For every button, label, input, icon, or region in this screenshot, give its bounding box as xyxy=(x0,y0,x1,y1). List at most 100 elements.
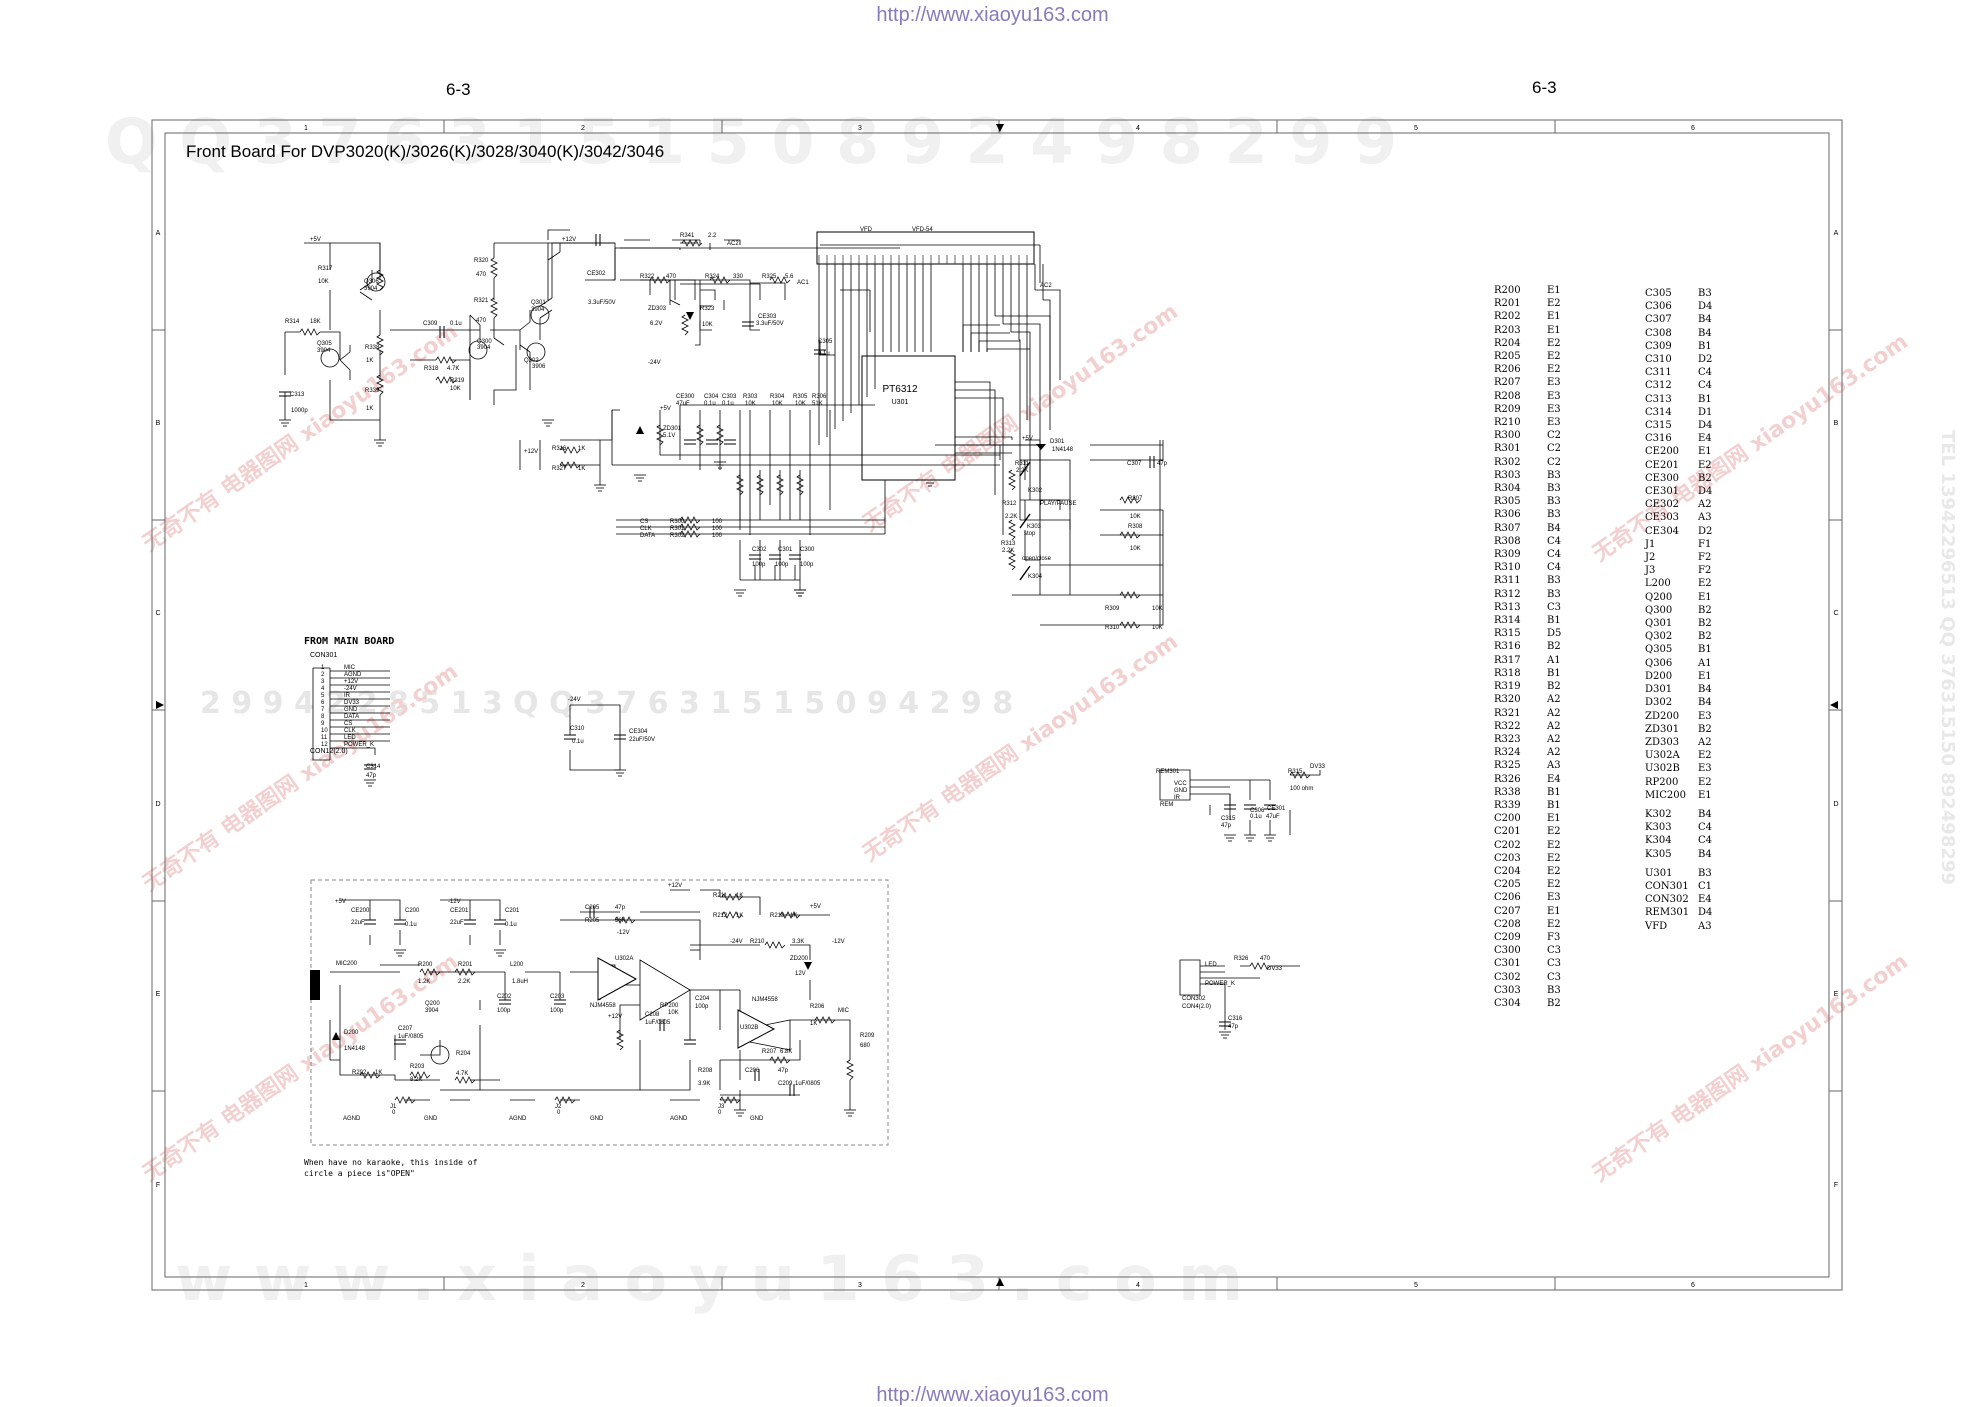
label-j3-230: J3 xyxy=(718,1104,725,1110)
part-location: A2 xyxy=(1547,707,1561,719)
part-location: B3 xyxy=(1698,867,1712,879)
part-location: B1 xyxy=(1547,799,1561,811)
label-r208v-203: 3.9K xyxy=(698,1081,710,1087)
part-ref: C305 xyxy=(1645,288,1672,299)
part-ref: R306 xyxy=(1494,509,1521,521)
part-location: A1 xyxy=(1698,657,1712,669)
part-location: B3 xyxy=(1547,509,1561,521)
label-zd303v-45: 6.2V xyxy=(650,321,662,327)
part-ref: C308 xyxy=(1645,327,1672,339)
part-location: B2 xyxy=(1698,618,1712,630)
page-title: Front Board For DVP3020(K)/3026(K)/3028/… xyxy=(186,142,665,161)
con301-pin-1: 1 xyxy=(321,665,325,671)
label-r206v-196: 1K xyxy=(810,1021,817,1027)
label-ce300v-55: 47uF xyxy=(676,401,690,407)
label-r30xv-83: 100 xyxy=(712,526,723,532)
part-ref: R326 xyxy=(1494,773,1521,785)
label-r325-42: R325 xyxy=(762,274,777,280)
part-location: E1 xyxy=(1547,905,1561,917)
label-r207v-199: 6.8K xyxy=(780,1049,792,1055)
part-ref: R339 xyxy=(1494,799,1521,811)
label-c304-56: C304 xyxy=(704,394,719,400)
part-location: B1 xyxy=(1698,340,1712,352)
part-location: C3 xyxy=(1547,601,1562,613)
label-ac1-37: AC1 xyxy=(797,280,809,286)
part-ref: CE302 xyxy=(1645,499,1680,511)
label-r315v-129: 100 ohm xyxy=(1290,786,1313,792)
label-njm2-194: NJM4558 xyxy=(752,997,778,1003)
label-r200-157: R200 xyxy=(418,962,433,968)
part-ref: R313 xyxy=(1494,601,1521,613)
part-location: E1 xyxy=(1547,324,1561,336)
part-location: E2 xyxy=(1547,852,1561,864)
vfd-body xyxy=(816,231,1035,265)
part-ref: R301 xyxy=(1494,443,1521,455)
karaoke-wiring xyxy=(329,889,851,1110)
label-q302-30: Q302 xyxy=(524,358,539,364)
r309-sym-resistor xyxy=(1119,591,1141,599)
label-r324-40: R324 xyxy=(705,274,720,280)
left-center-marker xyxy=(156,701,164,709)
part-ref: R320 xyxy=(1494,694,1521,706)
outer-frame xyxy=(151,119,1843,1291)
part-location: D4 xyxy=(1698,486,1713,498)
part-location: E3 xyxy=(1698,710,1712,722)
label-r212v-212: 1K xyxy=(736,913,743,919)
source-url-bottom[interactable]: http://www.xiaoyu163.com xyxy=(876,1384,1109,1406)
label-r312v-101: 2.2K xyxy=(1005,514,1017,520)
label-u302a-184: U302A xyxy=(615,956,633,962)
q200-transistor xyxy=(430,1045,450,1065)
label-c204-191: C204 xyxy=(695,996,710,1002)
part-location: B4 xyxy=(1547,522,1561,534)
label-r206-195: R206 xyxy=(810,1004,825,1010)
part-ref: R309 xyxy=(1494,549,1521,561)
part-ref: R323 xyxy=(1494,733,1521,745)
r308-sym-resistor xyxy=(1119,531,1141,539)
part-ref: C310 xyxy=(1645,354,1672,366)
label-r210v-218: 3.3K xyxy=(792,939,804,945)
label-l200-161: L200 xyxy=(510,962,524,968)
part-ref: D301 xyxy=(1645,684,1673,696)
con301-pin-6: 6 xyxy=(321,700,325,706)
part-ref: C315 xyxy=(1645,420,1672,432)
j2-sym-resistor xyxy=(554,1096,576,1104)
parts-table-row: R339 B1 xyxy=(1494,799,1561,812)
part-ref: C314 xyxy=(1645,406,1672,418)
part-ref: U301 xyxy=(1645,867,1673,879)
label-r211v-210: 1K xyxy=(736,893,743,899)
part-location: E2 xyxy=(1547,918,1561,930)
key-switches xyxy=(1019,461,1031,581)
label-r325v-43: 5.6 xyxy=(785,274,794,280)
label-q300-22: Q300 xyxy=(477,339,492,345)
label-r322-38: R322 xyxy=(640,274,655,280)
r301-sym-resistor xyxy=(679,523,701,531)
part-ref: CE201 xyxy=(1645,459,1680,471)
label-c305-50: C305 xyxy=(818,339,833,345)
con301-pin-4: 4 xyxy=(321,686,325,692)
label-r323v-47: 10K xyxy=(702,322,713,328)
part-ref: R316 xyxy=(1494,641,1521,653)
label-r326v-140: 470 xyxy=(1260,956,1271,962)
grid-row-B-right: B xyxy=(1834,420,1839,427)
source-url-top[interactable]: http://www.xiaoyu163.com xyxy=(876,4,1109,26)
con301-pin-3: 3 xyxy=(321,679,325,685)
label-c313v-15: 1000p xyxy=(291,408,308,414)
r207-sym-resistor xyxy=(769,1056,791,1064)
k304-symbol xyxy=(1019,565,1031,581)
r205-sym-resistor xyxy=(614,916,636,924)
label-c30xv-90: 100p xyxy=(800,562,814,568)
con301-pin-2: 2 xyxy=(321,672,325,678)
